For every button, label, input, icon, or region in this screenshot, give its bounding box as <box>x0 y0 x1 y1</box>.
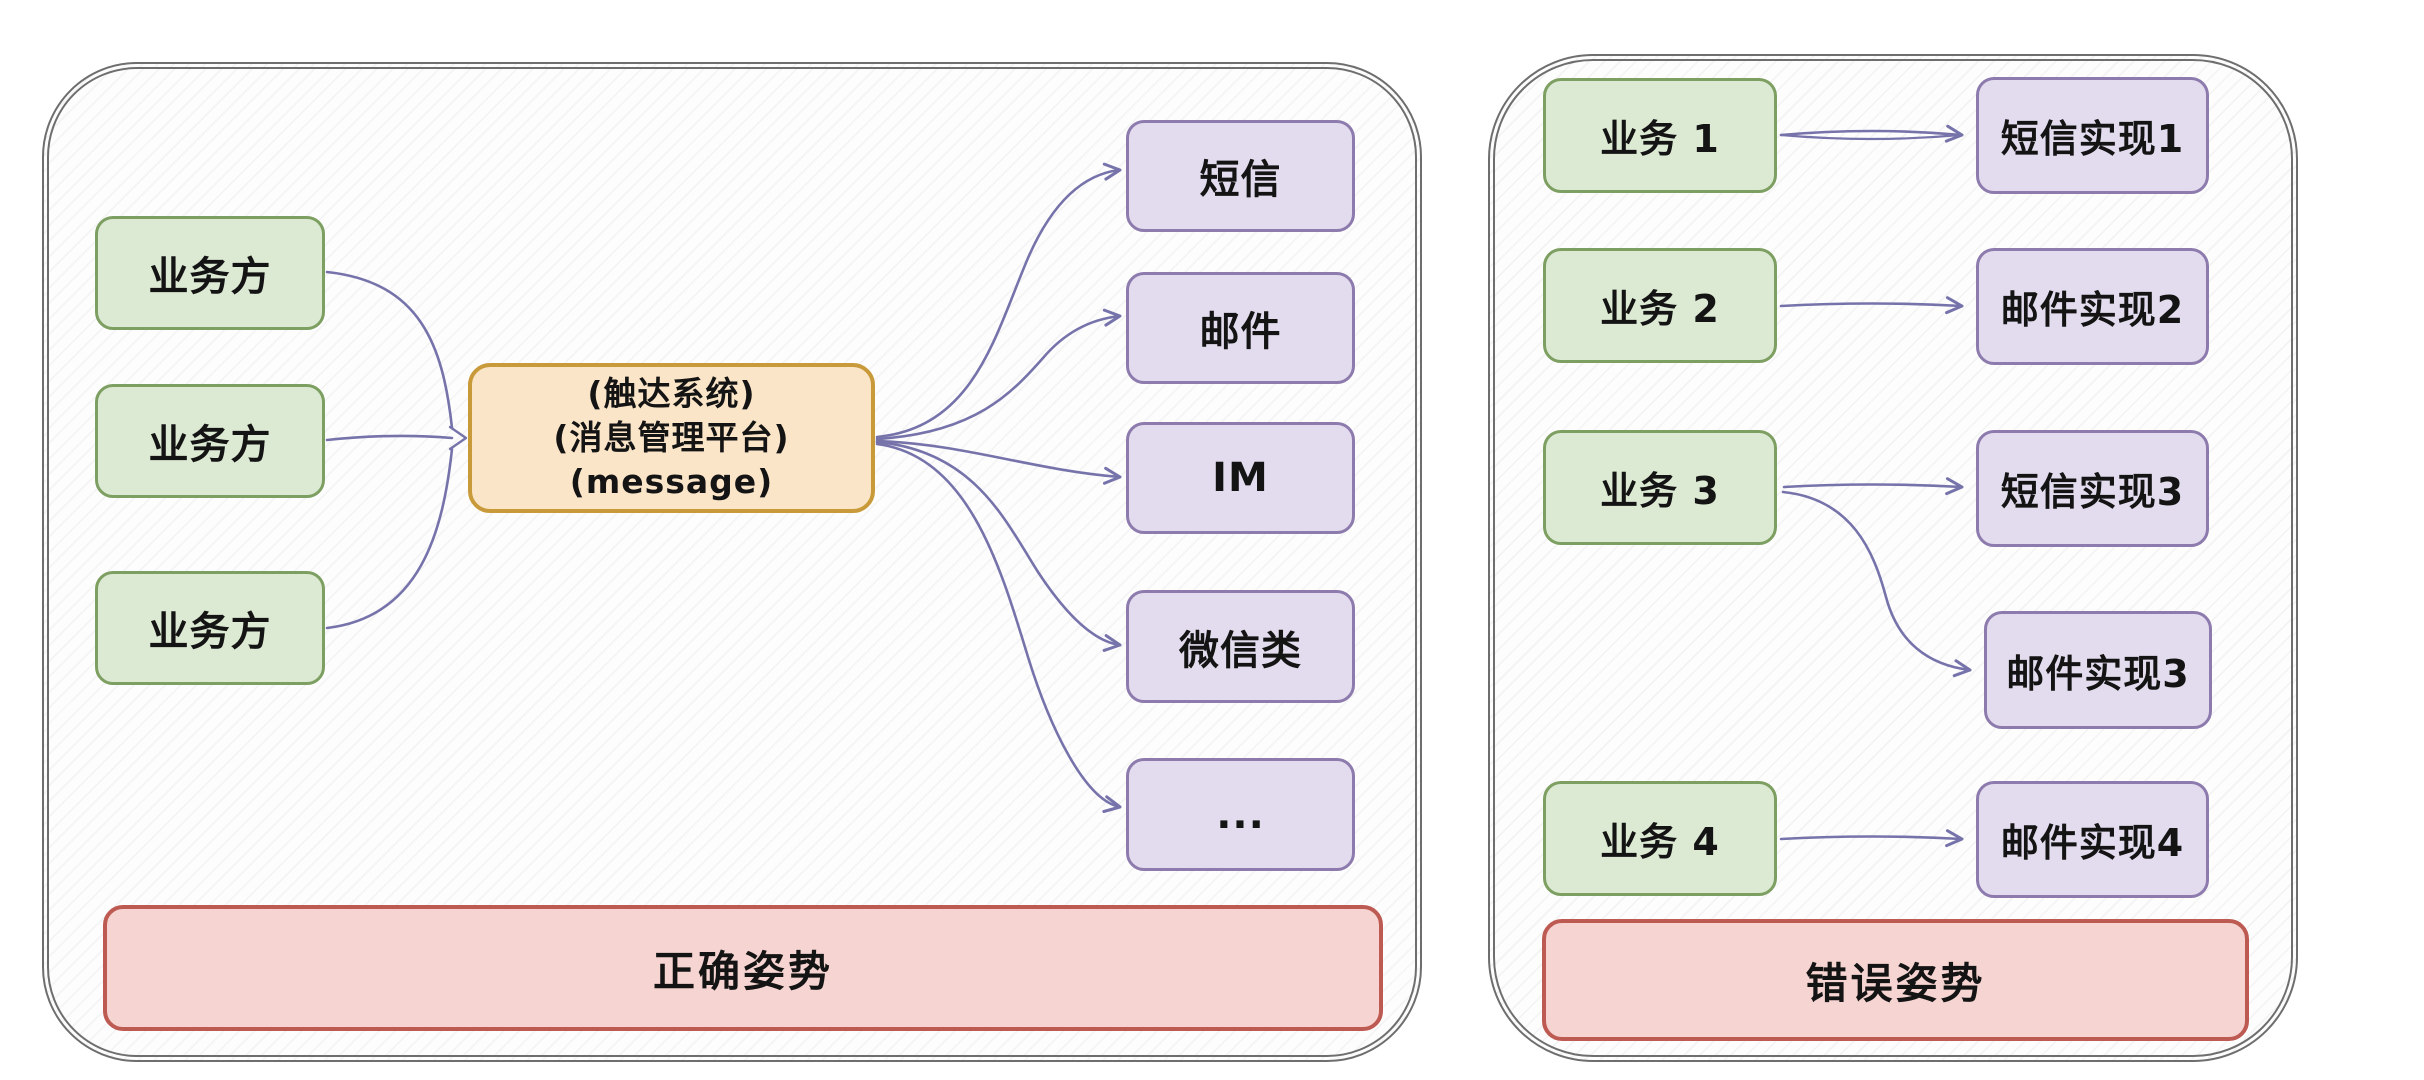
impl-box-sms3: 短信实现3 <box>1976 430 2209 547</box>
correct-caption-bar: 正确姿势 <box>103 905 1383 1031</box>
business-source-box-1: 业务方 <box>95 216 325 330</box>
hub-line-message-platform: (消息管理平台) <box>553 417 790 457</box>
business-box-4: 业务 4 <box>1543 781 1777 896</box>
impl-box-email4: 邮件实现4 <box>1976 781 2209 898</box>
business-source-box-3: 业务方 <box>95 571 325 685</box>
channel-box-im: IM <box>1126 422 1355 534</box>
impl-box-sms1: 短信实现1 <box>1976 77 2209 194</box>
impl-box-email2: 邮件实现2 <box>1976 248 2209 365</box>
hub-line-message: (message) <box>569 462 774 502</box>
wrong-caption-bar: 错误姿势 <box>1542 919 2249 1041</box>
channel-box-sms: 短信 <box>1126 120 1355 232</box>
impl-box-email3: 邮件实现3 <box>1984 611 2212 729</box>
channel-box-email: 邮件 <box>1126 272 1355 384</box>
business-source-box-2: 业务方 <box>95 384 325 498</box>
hub-line-touchpoint-system: (触达系统) <box>587 373 756 413</box>
business-box-3: 业务 3 <box>1543 430 1777 545</box>
business-box-2: 业务 2 <box>1543 248 1777 363</box>
business-box-1: 业务 1 <box>1543 78 1777 193</box>
channel-box-wechat: 微信类 <box>1126 590 1355 703</box>
channel-box-more: ... <box>1126 758 1355 871</box>
wrong-approach-panel <box>1488 54 2298 1062</box>
message-hub-box: (触达系统) (消息管理平台) (message) <box>468 363 875 513</box>
